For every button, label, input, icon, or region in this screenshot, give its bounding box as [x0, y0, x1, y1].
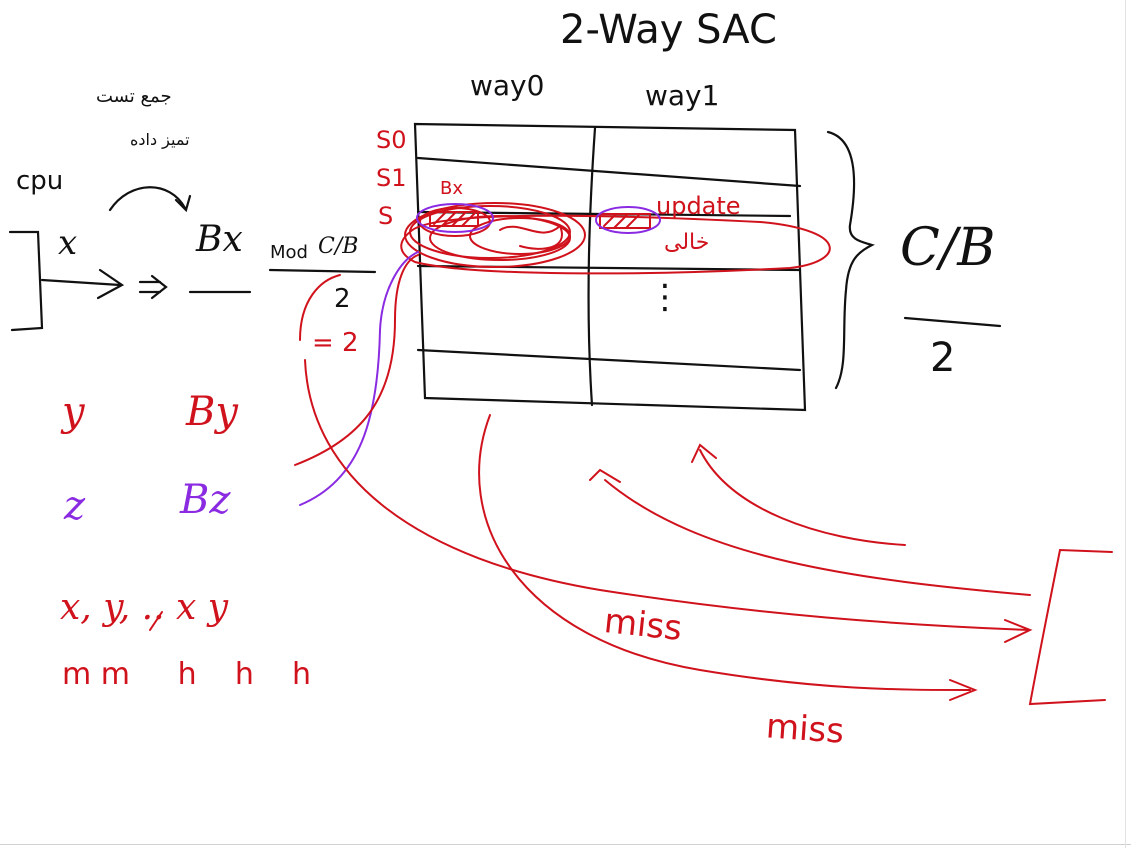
mod-label: Mod — [270, 242, 308, 263]
cell-annotation-update: update — [656, 192, 741, 220]
page-right-edge — [1125, 0, 1126, 848]
note-top-line1: جمع تست — [96, 86, 172, 107]
miss-arrow-1 — [304, 359, 1033, 643]
set-label-s0: S0 — [376, 126, 407, 154]
table-column-divider — [587, 126, 597, 407]
request-z-block: Bz — [180, 477, 231, 523]
curved-arrow — [108, 186, 192, 213]
return-arrow-1 — [589, 468, 1031, 596]
note-top-line2: تمیز داده — [130, 130, 190, 149]
request-z-address: z — [64, 483, 86, 529]
set-label-s1: S1 — [376, 164, 407, 192]
block-label: Bx — [196, 219, 243, 260]
cell-annotation-khali: خالی — [664, 230, 710, 255]
hit-circle-2 — [409, 205, 571, 259]
cpu-label: cpu — [16, 166, 64, 196]
access-sequence: x, y, .. x y — [60, 587, 229, 628]
by-arrow — [294, 254, 419, 466]
column-header-way0: way0 — [470, 69, 545, 102]
miss-label-1: miss — [602, 601, 684, 649]
table-row-line-4 — [416, 348, 802, 372]
request-y-address: y — [62, 389, 85, 435]
set-label-s2: S — [378, 202, 394, 230]
hit-circle-5 — [419, 207, 491, 237]
column-header-way1: way1 — [645, 79, 720, 112]
purple-circle-way1 — [595, 206, 661, 234]
double-arrow — [138, 274, 168, 300]
hit-circle-1 — [404, 202, 586, 268]
formula-result: = 2 — [312, 328, 359, 358]
cb-label: C/B — [318, 234, 359, 259]
sets-count-numerator: C/B — [900, 218, 996, 278]
formula-denominator: 2 — [334, 284, 351, 314]
sequence-tick — [149, 611, 163, 631]
fraction-bar-mid — [268, 268, 377, 274]
request-y-block: By — [186, 389, 238, 435]
set-index-arrow — [299, 274, 341, 341]
set-count-brace — [826, 130, 875, 390]
cpu-address: x — [58, 223, 78, 263]
cpu-address-arrow — [40, 268, 125, 300]
table-row-line-1 — [416, 156, 802, 188]
hit-circle-4 — [469, 217, 571, 255]
table-outline — [413, 122, 807, 412]
memory-box — [1028, 548, 1113, 706]
cell-annotation-small: Bx — [440, 178, 464, 199]
bz-arrow — [299, 251, 419, 506]
return-arrow-2 — [691, 443, 906, 546]
miss-label-2: miss — [764, 706, 846, 752]
sets-count-denominator: 2 — [930, 335, 956, 381]
page-bottom-edge — [0, 844, 1131, 845]
hatch-block-way0 — [429, 211, 479, 227]
hatch-block-way1 — [599, 213, 651, 229]
fraction-bar-right — [903, 316, 1002, 328]
scribble-mid — [499, 224, 563, 250]
miss-arrow-2 — [478, 414, 978, 701]
purple-circle-way0 — [416, 203, 494, 233]
diagram-title: 2-Way SAC — [560, 7, 777, 53]
table-ellipsis: ⋮ — [648, 277, 682, 317]
cpu-bracket — [8, 230, 44, 332]
access-results: m m h h h — [62, 657, 311, 692]
